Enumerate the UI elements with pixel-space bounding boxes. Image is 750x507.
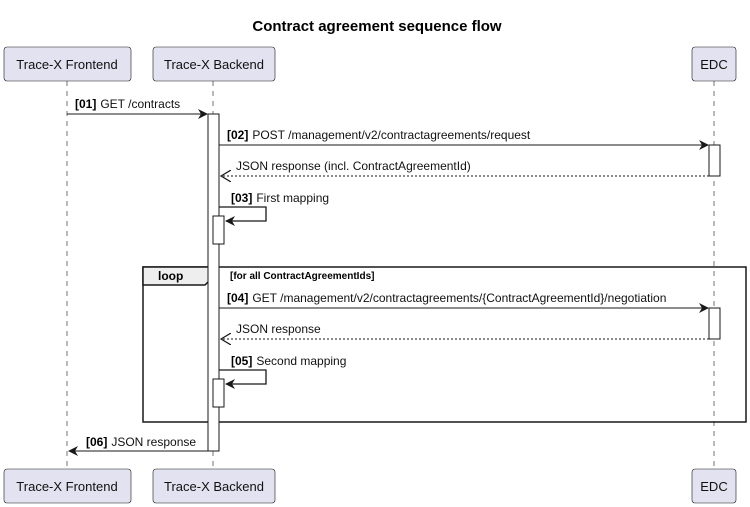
message-04: [04] GET /management/v2/contractagreement… <box>219 291 709 313</box>
message-01: [01] GET /contracts <box>67 97 208 119</box>
message-06: [06] JSON response <box>68 435 208 456</box>
message-03-number: [03] <box>231 191 252 205</box>
participant-frontend-bottom-box <box>3 468 132 504</box>
message-02-number: [02] <box>227 128 248 142</box>
participant-backend-top-label: Trace-X Backend <box>164 57 264 72</box>
participant-frontend-top-box <box>3 46 132 82</box>
participant-backend-bottom-box <box>152 468 276 504</box>
message-05-label: [05] Second mapping <box>231 354 346 368</box>
message-06-label: [06] JSON response <box>86 435 196 449</box>
message-01-number: [01] <box>75 97 96 111</box>
loop-keyword: loop <box>158 269 183 283</box>
participant-edc-bottom-label: EDC <box>700 479 727 494</box>
message-05-number: [05] <box>231 354 252 368</box>
message-06-number: [06] <box>86 435 107 449</box>
participant-backend-bottom-label: Trace-X Backend <box>164 479 264 494</box>
participant-edc-bottom-box <box>691 468 737 504</box>
activation-backend-second-mapping <box>212 378 225 408</box>
message-02-text: POST /management/v2/contractagreements/r… <box>252 128 531 142</box>
message-01-label: [01] GET /contracts <box>75 97 180 111</box>
activation-edc-request <box>708 144 721 177</box>
message-04-label: [04] GET /management/v2/contractagreement… <box>227 291 666 305</box>
message-05: [05] Second mapping <box>219 354 346 389</box>
participant-backend-top: Trace-X Backend <box>152 46 276 82</box>
loop-frame-border <box>142 266 747 423</box>
participant-frontend-top: Trace-X Frontend <box>3 46 132 82</box>
participant-frontend-bottom: Trace-X Frontend <box>3 468 132 504</box>
message-01-text: GET /contracts <box>100 97 180 111</box>
participant-backend-top-box <box>152 46 276 82</box>
participant-edc-top-box <box>691 46 737 82</box>
message-02: [02] POST /management/v2/contractagreemen… <box>219 128 709 150</box>
message-06-text: JSON response <box>111 435 196 449</box>
participant-edc-top: EDC <box>691 46 737 82</box>
diagram-title: Contract agreement sequence flow <box>252 18 502 35</box>
loop-condition: [for all ContractAgreementIds] <box>230 271 374 282</box>
response-04: JSON response <box>221 322 709 339</box>
message-05-text: Second mapping <box>256 354 346 368</box>
participant-frontend-bottom-label: Trace-X Frontend <box>16 479 117 494</box>
loop-frame: loop [for all ContractAgreementIds] <box>142 266 747 423</box>
message-02-label: [02] POST /management/v2/contractagreemen… <box>227 128 531 142</box>
message-03: [03] First mapping <box>219 191 329 226</box>
message-03-label: [03] First mapping <box>231 191 329 205</box>
participant-edc-top-label: EDC <box>700 57 727 72</box>
participant-frontend-top-label: Trace-X Frontend <box>16 57 117 72</box>
response-04-text: JSON response <box>236 322 321 336</box>
activation-backend-main <box>207 113 220 452</box>
participant-edc-bottom: EDC <box>691 468 737 504</box>
message-03-arrow <box>219 206 267 226</box>
response-02: JSON response (incl. ContractAgreementId… <box>221 159 709 176</box>
participant-backend-bottom: Trace-X Backend <box>152 468 276 504</box>
message-03-text: First mapping <box>256 191 329 205</box>
message-04-text: GET /management/v2/contractagreements/{C… <box>252 291 666 305</box>
message-05-arrow <box>219 369 267 389</box>
activation-edc-negotiation <box>708 307 721 340</box>
activation-backend-first-mapping <box>212 215 225 245</box>
response-02-text: JSON response (incl. ContractAgreementId… <box>236 159 471 173</box>
message-04-number: [04] <box>227 291 248 305</box>
